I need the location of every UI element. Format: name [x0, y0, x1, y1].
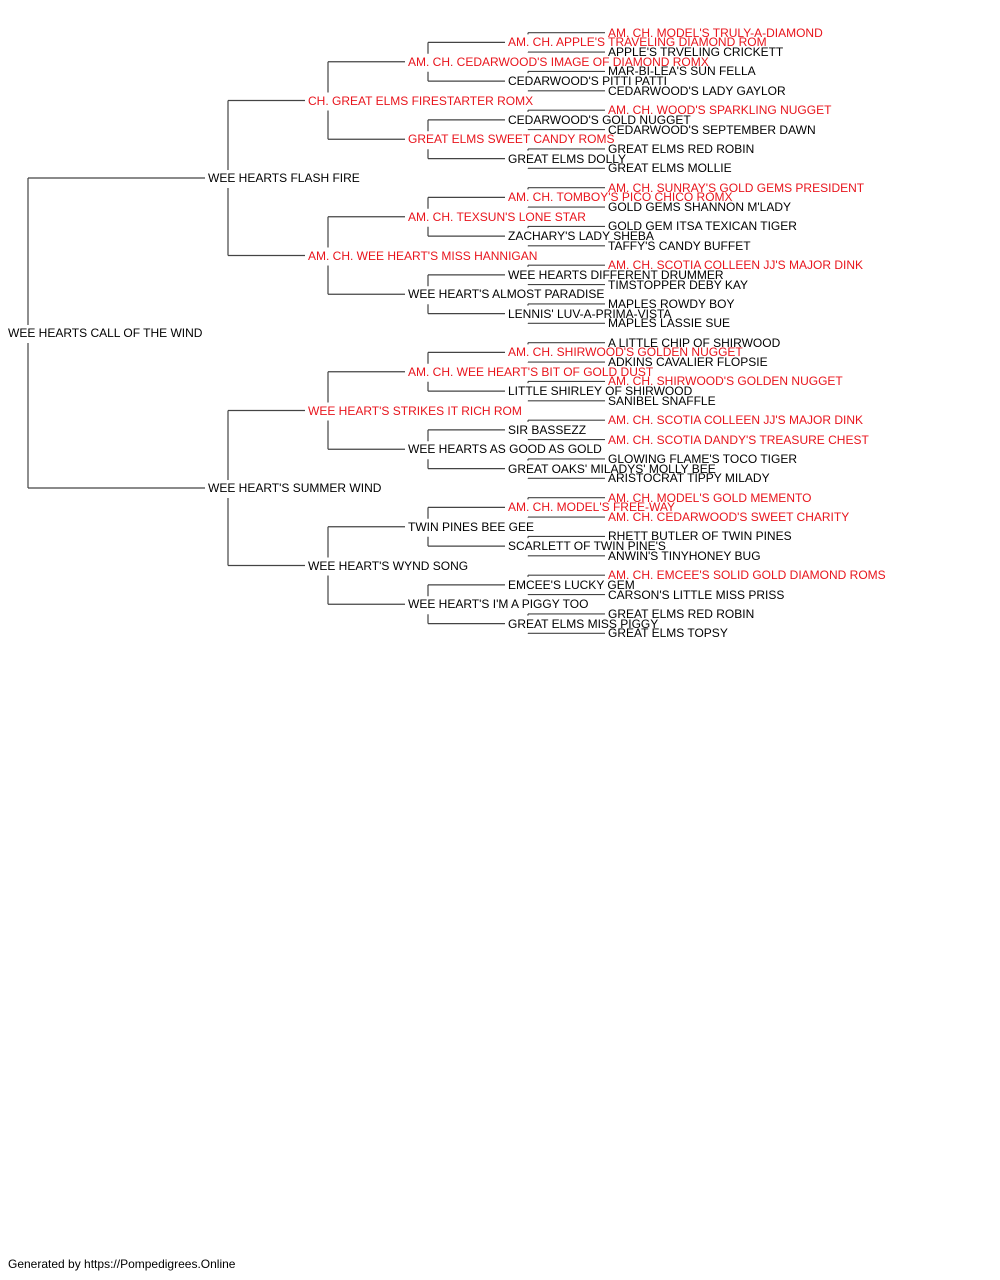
pedigree-name-gen2: WEE HEART'S STRIKES IT RICH ROM	[308, 403, 522, 418]
pedigree-name-gen5: GLOWING FLAME'S TOCO TIGER	[608, 451, 797, 466]
pedigree-name-gen3: AM. CH. TEXSUN'S LONE STAR	[408, 209, 586, 224]
pedigree-name-gen4: SCARLETT OF TWIN PINE'S	[508, 539, 666, 554]
pedigree-name-gen5: AM. CH. CEDARWOOD'S SWEET CHARITY	[608, 510, 850, 525]
pedigree-name-gen3: TWIN PINES BEE GEE	[408, 519, 535, 534]
pedigree-name-gen5: GOLD GEM ITSA TEXICAN TIGER	[608, 219, 797, 234]
pedigree-name-gen3: WEE HEART'S I'M A PIGGY TOO	[408, 597, 589, 612]
pedigree-name-gen3: GREAT ELMS SWEET CANDY ROMS	[408, 132, 615, 147]
pedigree-name-gen5: TAFFY'S CANDY BUFFET	[608, 238, 751, 253]
pedigree-name-gen4: GREAT ELMS MISS PIGGY	[508, 616, 659, 631]
pedigree-name-gen5: MAR-BI-LEA'S SUN FELLA	[608, 64, 756, 79]
pedigree-name-gen5: TIMSTOPPER DEBY KAY	[608, 277, 749, 292]
pedigree-name-gen4: CEDARWOOD'S PITTI PATTI	[508, 74, 667, 89]
pedigree-name-gen2: AM. CH. WEE HEART'S MISS HANNIGAN	[308, 248, 538, 263]
pedigree-name-gen4: SIR BASSEZZ	[508, 422, 587, 437]
pedigree-name-gen3: AM. CH. CEDARWOOD'S IMAGE OF DIAMOND ROM…	[408, 54, 709, 69]
pedigree-name-gen5: ADKINS CAVALIER FLOPSIE	[608, 355, 768, 370]
pedigree-name-gen1: WEE HEART'S SUMMER WIND	[208, 481, 382, 495]
pedigree-name-gen5: AM. CH. SCOTIA COLLEEN JJ'S MAJOR DINK	[608, 413, 863, 428]
pedigree-name-gen5: ARISTOCRAT TIPPY MILADY	[608, 471, 770, 486]
pedigree-name-gen4: AM. CH. APPLE'S TRAVELING DIAMOND ROM	[508, 35, 767, 50]
pedigree-name-gen5: AM. CH. MODEL'S GOLD MEMENTO	[608, 490, 812, 505]
pedigree-name-gen4: GREAT OAKS' MILADYS' MOLLY BEE	[508, 461, 716, 476]
pedigree-name-gen2: CH. GREAT ELMS FIRESTARTER ROMX	[308, 93, 534, 108]
pedigree-name-gen5: RHETT BUTLER OF TWIN PINES	[608, 529, 792, 544]
pedigree-name-gen5: APPLE'S TRVELING CRICKETT	[608, 45, 784, 60]
pedigree-name-gen5: MAPLES ROWDY BOY	[608, 296, 735, 311]
pedigree-name-gen5: MAPLES LASSIE SUE	[608, 316, 731, 331]
pedigree-name-gen3: WEE HEART'S ALMOST PARADISE	[408, 287, 605, 302]
pedigree-name-gen4: CEDARWOOD'S GOLD NUGGET	[508, 112, 691, 127]
pedigree-name-gen5: GREAT ELMS MOLLIE	[608, 161, 732, 176]
pedigree-name-gen5: AM. CH. SCOTIA DANDY'S TREASURE CHEST	[608, 432, 869, 447]
pedigree-name-gen5: ANWIN'S TINYHONEY BUG	[608, 548, 761, 563]
pedigree-name-gen5: GREAT ELMS RED ROBIN	[608, 141, 755, 156]
pedigree-name-gen4: WEE HEARTS DIFFERENT DRUMMER	[508, 267, 724, 282]
pedigree-name-gen5: GOLD GEMS SHANNON M'LADY	[608, 200, 791, 215]
footer-credit: Generated by https://Pompedigrees.Online	[8, 1257, 236, 1271]
pedigree-name-gen4: ZACHARY'S LADY SHEBA	[508, 229, 654, 244]
pedigree-name-gen5: A LITTLE CHIP OF SHIRWOOD	[608, 335, 781, 350]
pedigree-name-gen4: AM. CH. SHIRWOOD'S GOLDEN NUGGET	[508, 345, 743, 360]
pedigree-name-gen4: AM. CH. MODEL'S FREE-WAY	[508, 500, 675, 515]
pedigree-name-gen5: SANIBEL SNAFFLE	[608, 393, 716, 408]
pedigree-name-gen4: EMCEE'S LUCKY GEM	[508, 577, 635, 592]
pedigree-name-gen1: WEE HEARTS FLASH FIRE	[208, 171, 360, 185]
pedigree-name-gen5: AM. CH. WOOD'S SPARKLING NUGGET	[608, 103, 832, 118]
pedigree-name-gen5: GREAT ELMS TOPSY	[608, 626, 728, 641]
pedigree-name-gen3: WEE HEARTS AS GOOD AS GOLD	[408, 442, 602, 457]
pedigree-name-gen4: AM. CH. TOMBOY'S PICO CHICO ROMX	[508, 190, 733, 205]
pedigree-name-gen2: WEE HEART'S WYND SONG	[308, 558, 469, 573]
pedigree-name-gen4: GREAT ELMS DOLLY	[508, 151, 627, 166]
pedigree-name-gen5: AM. CH. SHIRWOOD'S GOLDEN NUGGET	[608, 374, 843, 389]
pedigree-name-gen5: CARSON'S LITTLE MISS PRISS	[608, 587, 785, 602]
pedigree-name-gen5: CEDARWOOD'S LADY GAYLOR	[608, 83, 786, 98]
pedigree-name-gen5: AM. CH. SUNRAY'S GOLD GEMS PRESIDENT	[608, 180, 865, 195]
pedigree-name-gen5: CEDARWOOD'S SEPTEMBER DAWN	[608, 122, 816, 137]
pedigree-name-gen0: WEE HEARTS CALL OF THE WIND	[8, 326, 203, 340]
pedigree-name-gen4: LENNIS' LUV-A-PRIMA-VISTA	[508, 306, 672, 321]
pedigree-name-gen5: AM. CH. SCOTIA COLLEEN JJ'S MAJOR DINK	[608, 258, 863, 273]
pedigree-name-gen5: GREAT ELMS RED ROBIN	[608, 606, 755, 621]
pedigree-name-gen5: AM. CH. MODEL'S TRULY-A-DIAMOND	[608, 25, 823, 40]
pedigree-name-gen4: LITTLE SHIRLEY OF SHIRWOOD	[508, 384, 693, 399]
pedigree-name-gen5: AM. CH. EMCEE'S SOLID GOLD DIAMOND ROMS	[608, 568, 886, 583]
pedigree-name-gen3: AM. CH. WEE HEART'S BIT OF GOLD DUST	[408, 364, 654, 379]
